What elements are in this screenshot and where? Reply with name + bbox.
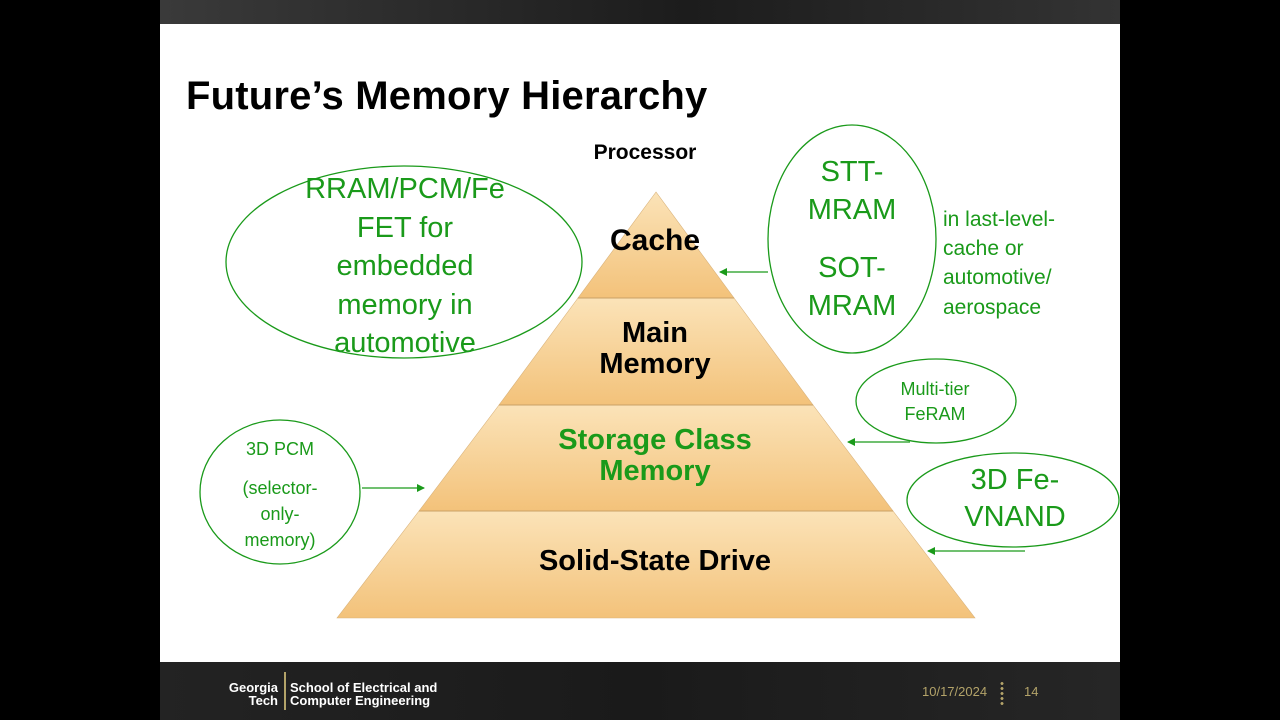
tier-label-main-memory: Main Memory [555, 317, 755, 381]
processor-label: Processor [593, 141, 697, 164]
dotted-separator-icon [1000, 681, 1004, 705]
text-line: automotive [334, 327, 476, 360]
text-line: Multi-tier [900, 379, 970, 399]
text-line: MRAM [807, 289, 897, 322]
rram-ellipse [225, 165, 583, 359]
text-line: only- [260, 504, 300, 525]
school-line: Computer Engineering [290, 693, 431, 708]
text-line: cache or [943, 237, 1024, 261]
rram-text: RRAM/PCM/Fe FET for embedded memory in a… [280, 170, 530, 363]
multitier-feram-text: Multi-tier FeRAM [855, 377, 1015, 427]
sot-mram-text: SOT- MRAM [782, 250, 922, 325]
stt-mram-text: STT- MRAM [782, 154, 922, 229]
georgia-tech-logo: Georgia Tech [220, 681, 278, 707]
cache-use-note: in last-level- cache or automotive/ aero… [943, 205, 1118, 322]
slide-footer: Georgia Tech School of Electrical and Co… [160, 662, 1120, 720]
pcm3d-text: (selector- only- memory) [210, 475, 350, 553]
text-line: SOT- [818, 252, 886, 284]
tier-label-line: Storage Class [558, 424, 752, 456]
pcm3d-ellipse [199, 419, 361, 565]
text-line: FeRAM [904, 404, 966, 425]
text-line: VNAND [964, 500, 1066, 533]
text-line: (selector- [242, 478, 318, 498]
text-line: automotive/ [943, 266, 1052, 290]
logo-line: Tech [248, 693, 278, 708]
text-line: embedded [336, 250, 474, 283]
school-line: School of Electrical and [290, 680, 438, 695]
text-line: in last-level- [943, 208, 1056, 231]
text-line: 3D Fe- [970, 464, 1060, 496]
slide-title: Future’s Memory Hierarchy [186, 74, 708, 118]
text-line: aerospace [943, 295, 1042, 319]
fevnand-ellipse [906, 452, 1120, 548]
text-line: STT- [820, 156, 884, 188]
tier-label-line: Main [621, 317, 689, 349]
slide: Future’s Memory Hierarchy Processor [160, 24, 1120, 662]
text-line: memory) [244, 530, 316, 551]
text-line: memory in [337, 288, 473, 321]
text-line: MRAM [807, 193, 897, 226]
multitier-feram-ellipse [855, 358, 1017, 444]
pcm3d-title: 3D PCM [245, 439, 314, 459]
fevnand-text: 3D Fe- VNAND [920, 462, 1110, 536]
school-name: School of Electrical and Computer Engine… [290, 681, 437, 707]
text-line: RRAM/PCM/Fe [305, 173, 505, 205]
tier-label-storage-class-memory: Storage Class Memory [530, 424, 780, 488]
tier-label-line: Memory [599, 455, 711, 488]
memory-hierarchy-diagram [199, 124, 1120, 619]
tier-label-solid-state-drive: Solid-State Drive [538, 545, 772, 577]
text-line: FET for [356, 211, 454, 244]
mram-ellipse [767, 124, 937, 354]
logo-divider [284, 672, 286, 710]
logo-line: Georgia [228, 680, 278, 695]
slide-date: 10/17/2024 [922, 684, 988, 699]
page-number: 14 [1024, 684, 1039, 699]
top-band [160, 0, 1120, 24]
tier-label-cache: Cache [609, 224, 701, 257]
tier-label-line: Memory [599, 348, 711, 381]
